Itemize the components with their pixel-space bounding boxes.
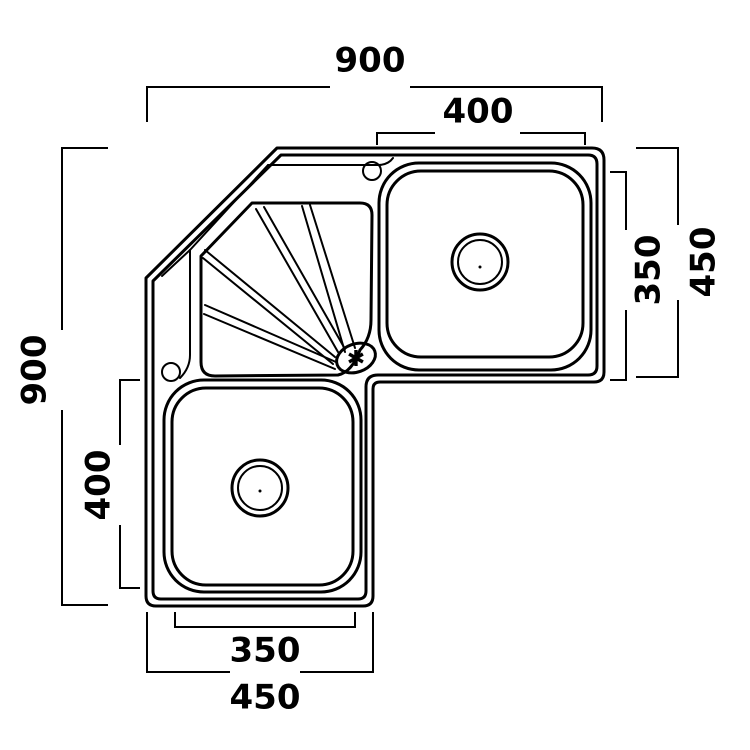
dim-left-bowl-width: 350 [230,631,301,671]
dim-left-wing-width: 450 [230,678,301,718]
dim-overall-width: 900 [335,41,406,81]
drainer-board: ✱ [199,201,377,378]
right-bowl [377,161,593,372]
drain-star-icon: ✱ [347,347,365,372]
right-drain [450,232,510,292]
dim-right-bowl-width: 400 [443,92,514,132]
left-drain [230,458,290,518]
dim-left-bowl-height: 400 [79,450,119,521]
dimension-lines [61,86,679,673]
dim-overall-height: 900 [15,335,55,406]
drainer-outlet [335,341,377,375]
dim-right-wing-depth: 450 [684,227,724,298]
dim-right-bowl-depth: 350 [629,235,669,306]
tap-hole-left [161,362,181,382]
tap-hole-right [362,161,382,181]
left-bowl [162,378,363,594]
